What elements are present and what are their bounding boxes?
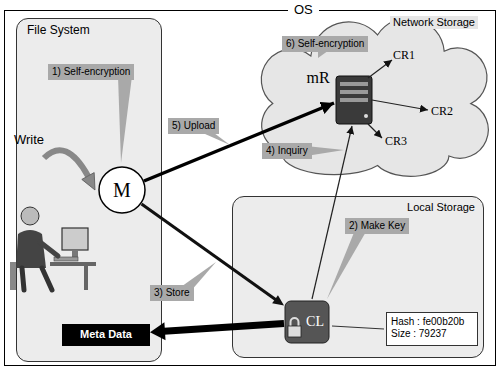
chair bbox=[10, 262, 16, 290]
person-body bbox=[16, 230, 46, 268]
local-storage-panel-text: Local Storage bbox=[407, 201, 475, 214]
write-arrowhead bbox=[82, 173, 95, 190]
desk bbox=[50, 262, 96, 266]
label-holder: 6) Self-encryption bbox=[282, 36, 368, 52]
connector-line bbox=[164, 323, 284, 331]
metadata-box: Meta Data bbox=[62, 324, 150, 346]
server-slot bbox=[340, 98, 368, 102]
step-callout: 2) Make Key bbox=[345, 218, 409, 234]
local-chunk: CL bbox=[284, 300, 330, 344]
metadata-box-text: Meta Data bbox=[80, 328, 132, 341]
os-frame-text: OS bbox=[288, 2, 319, 18]
distribute-arrow bbox=[368, 124, 382, 138]
file-system-panel-text: File System bbox=[27, 23, 90, 37]
server-icon bbox=[336, 76, 372, 124]
write-arrow bbox=[44, 150, 88, 176]
desk-leg bbox=[84, 266, 88, 290]
chunk-outline bbox=[285, 301, 329, 343]
remote-message-text: mR bbox=[306, 68, 329, 87]
leader-line bbox=[332, 326, 384, 329]
step-callout: 6) Self-encryption bbox=[282, 36, 368, 52]
label-holder: 4) Inquiry bbox=[262, 143, 312, 159]
cloud-outline bbox=[261, 18, 488, 176]
label-holder: 3) Store bbox=[150, 285, 194, 301]
callout-pointer bbox=[118, 76, 132, 163]
person-legs bbox=[22, 268, 52, 290]
monitor bbox=[62, 228, 88, 250]
step-callout: 4) Inquiry bbox=[262, 143, 312, 159]
person-head bbox=[21, 207, 39, 225]
network-storage-cloud-text: Network Storage bbox=[390, 16, 478, 29]
connector bbox=[150, 322, 284, 340]
server-body bbox=[336, 76, 372, 124]
lock-shackle bbox=[291, 318, 299, 326]
server-slot bbox=[340, 82, 368, 86]
callout-pointer bbox=[327, 230, 367, 299]
arrowhead bbox=[272, 295, 284, 305]
label-holder: 2) Make Key bbox=[345, 218, 409, 234]
arrowhead bbox=[150, 322, 166, 340]
distribute-arrow bbox=[368, 60, 392, 78]
key-info-box-text: Size : 79237 bbox=[391, 328, 447, 340]
server-slot bbox=[340, 90, 368, 94]
action-label: Write bbox=[14, 132, 44, 148]
callout-pointer bbox=[306, 146, 344, 156]
user-illustration bbox=[10, 207, 96, 290]
message-circle-text: M bbox=[113, 178, 131, 202]
step-callout: 3) Store bbox=[150, 285, 194, 301]
remote-chunk-text: CR2 bbox=[431, 104, 453, 118]
local-chunk-text: CL bbox=[306, 314, 324, 331]
person-arm bbox=[40, 242, 58, 256]
step-callout: 1) Self-encryption bbox=[48, 64, 134, 80]
label-holder: Write bbox=[14, 132, 44, 148]
label-holder: 1) Self-encryption bbox=[48, 64, 134, 80]
step-callout: 5) Upload bbox=[168, 118, 219, 134]
upload-arrow bbox=[144, 103, 334, 181]
connector bbox=[142, 204, 284, 306]
key-info-box: Hash : fe00b20bSize : 79237 bbox=[386, 312, 478, 346]
remote-chunk-text: CR1 bbox=[393, 48, 415, 62]
circle-outline bbox=[99, 167, 145, 213]
remote-chunk-text: CR3 bbox=[385, 134, 407, 148]
message-circle: M bbox=[98, 166, 146, 214]
distribute-arrow bbox=[372, 100, 428, 110]
key-info-box-text: Hash : fe00b20b bbox=[391, 316, 464, 328]
lock-body bbox=[288, 326, 301, 337]
label-holder: 5) Upload bbox=[168, 118, 219, 134]
server-light bbox=[364, 114, 368, 118]
callout-pointers bbox=[118, 48, 367, 299]
